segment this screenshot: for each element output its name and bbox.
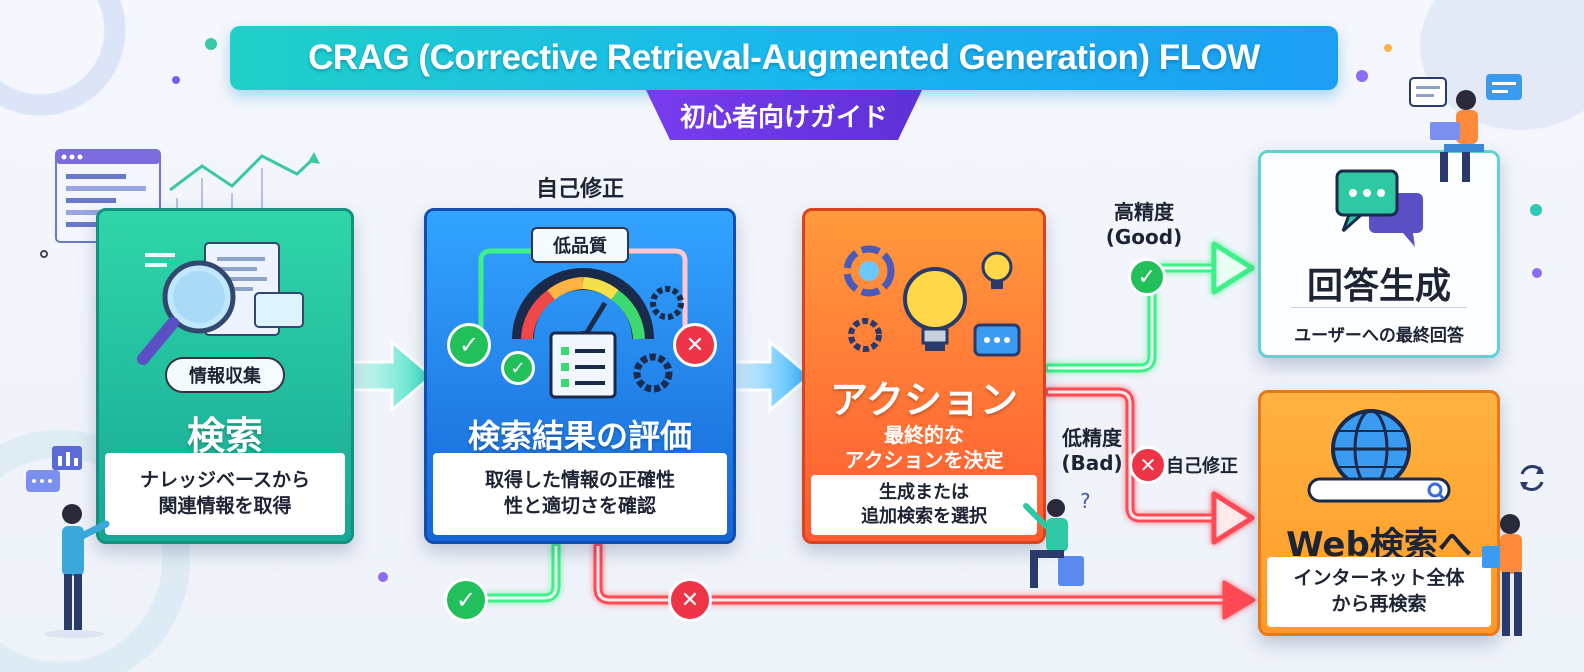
answer-description: ユーザーへの最終回答 bbox=[1294, 326, 1464, 346]
decor-dot bbox=[1384, 44, 1392, 52]
eval-cross-icon: ✕ bbox=[668, 578, 712, 622]
person-sitting-illustration: ? bbox=[1023, 489, 1091, 588]
person-pointing-illustration bbox=[26, 446, 110, 638]
search-card: 情報収集 検索 ナレッジベースから 関連情報を取得 bbox=[96, 208, 354, 544]
eval-title: 検索結果の評価 bbox=[467, 417, 692, 455]
eval-good-path bbox=[481, 541, 561, 603]
bad-cross-icon: ✕ bbox=[1129, 446, 1167, 484]
search-pill: 情報収集 bbox=[165, 357, 285, 393]
quality-gauge-icon bbox=[478, 243, 688, 399]
action-description: 生成または 追加検索を選択 bbox=[811, 475, 1037, 535]
eval-check-icon: ✓ bbox=[444, 578, 488, 622]
decor-dot bbox=[1530, 204, 1542, 216]
answer-divider bbox=[1291, 307, 1467, 308]
search-description: ナレッジベースから 関連情報を取得 bbox=[105, 453, 345, 535]
decor-dot bbox=[172, 76, 180, 84]
subtitle-tab: 初心者向けガイド bbox=[646, 90, 922, 140]
eval-top-label: 自己修正 bbox=[535, 177, 624, 202]
decor-dot bbox=[1356, 70, 1368, 82]
refresh-icon bbox=[1520, 465, 1544, 491]
chat-bubbles-icon bbox=[1335, 169, 1423, 247]
web-description: インターネット全体 から再検索 bbox=[1267, 557, 1491, 627]
eval-bad-path bbox=[593, 541, 1256, 620]
web-card: Web検索へ インターネット全体 から再検索 bbox=[1258, 390, 1500, 636]
decor-dot bbox=[378, 572, 388, 582]
person-laptop-illustration bbox=[1409, 74, 1522, 182]
magnifier-document-icon bbox=[137, 242, 304, 365]
page-title: CRAG (Corrective Retrieval-Augmented Gen… bbox=[308, 38, 1260, 77]
eval-pill: 低品質 bbox=[531, 227, 629, 263]
decor-dot bbox=[40, 250, 48, 258]
decor-dot bbox=[1532, 268, 1542, 278]
action-title: アクション bbox=[829, 378, 1019, 422]
bad-path-label: 低精度 (Bad) bbox=[1061, 426, 1123, 475]
answer-card: 回答生成 ユーザーへの最終回答 bbox=[1258, 150, 1500, 358]
svg-text:?: ? bbox=[1080, 489, 1091, 513]
bad-path-note: 自己修正 bbox=[1166, 456, 1238, 477]
eval-pass-icon: ✓ bbox=[447, 323, 491, 367]
eval-description: 取得した情報の正確性 性と適切さを確認 bbox=[433, 453, 727, 535]
action-sublabel: 最終的な アクションを決定 bbox=[844, 423, 1004, 472]
eval-item-check-icon: ✓ bbox=[501, 351, 535, 385]
evaluation-card: 低品質 ✓ ✓ ✕ 検索結果の評価 取得した情報の正確性 性と適切さを確認 bbox=[424, 208, 736, 544]
answer-title: 回答生成 bbox=[1306, 266, 1451, 307]
good-check-icon: ✓ bbox=[1128, 258, 1166, 296]
title-banner: CRAG (Corrective Retrieval-Augmented Gen… bbox=[230, 26, 1338, 90]
eval-fail-icon: ✕ bbox=[673, 323, 717, 367]
action-card: アクション 最終的な アクションを決定 生成または 追加検索を選択 bbox=[802, 208, 1046, 544]
person-tablet-illustration bbox=[1482, 514, 1522, 636]
lightbulb-gears-icon bbox=[843, 245, 1021, 357]
search-title: 検索 bbox=[186, 414, 263, 458]
decor-dot bbox=[205, 38, 217, 50]
page-subtitle: 初心者向けガイド bbox=[679, 102, 888, 133]
good-path-label: 高精度 (Good) bbox=[1105, 200, 1183, 249]
globe-search-icon bbox=[1307, 409, 1451, 503]
